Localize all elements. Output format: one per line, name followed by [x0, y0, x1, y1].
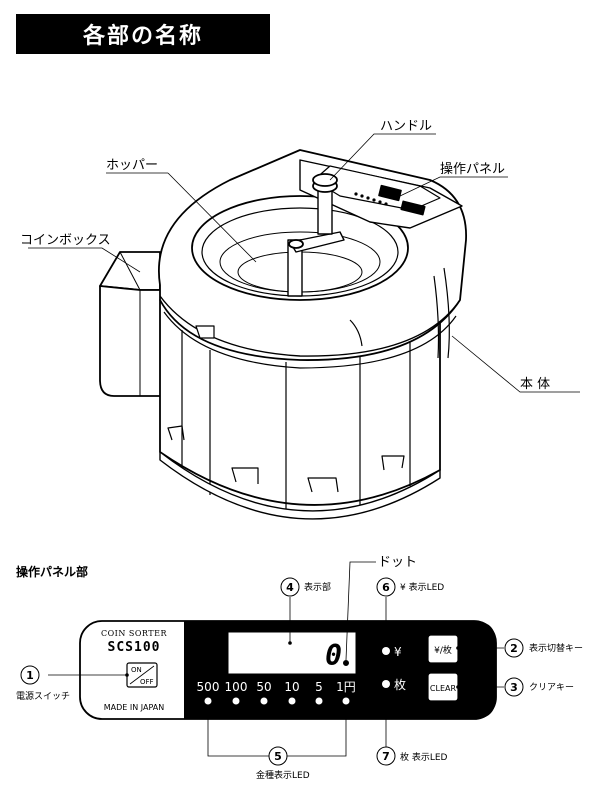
denom-led — [315, 697, 323, 705]
dot-label: ドット — [378, 555, 417, 570]
callout-6-label: ¥ 表示LED — [400, 581, 444, 593]
yen-led — [382, 647, 390, 655]
leader-dots — [125, 641, 460, 689]
denom-led — [342, 697, 350, 705]
switch-off-label: OFF — [140, 678, 154, 686]
yen-indicator-label: ¥ — [394, 645, 402, 659]
clear-key[interactable]: CLEAR — [427, 672, 459, 702]
panel-section-title: 操作パネル部 — [16, 565, 89, 579]
callout-5: 5 — [274, 750, 282, 763]
denom-led — [288, 697, 296, 705]
coin-box — [99, 251, 163, 397]
callout-7-label: 枚 表示LED — [400, 751, 448, 763]
callout-2-label: 表示切替キー — [529, 642, 583, 654]
label-body: 本 体 — [520, 377, 550, 392]
control-panel-top — [299, 159, 463, 229]
denom-label: 100 — [225, 680, 248, 694]
callout-3-label: クリアキー — [529, 682, 574, 693]
callout-4: 4 — [286, 581, 294, 594]
coin-sorter-illustration — [99, 149, 467, 520]
toggle-key-label: ¥/枚 — [434, 644, 452, 656]
callout-7: 7 — [382, 750, 390, 763]
page-title: 各部の名称 — [16, 14, 270, 54]
mai-indicator-label: 枚 — [394, 677, 406, 692]
label-hopper: ホッパー — [106, 158, 158, 173]
made-in-label: MADE IN JAPAN — [104, 703, 164, 712]
denom-label: 1円 — [336, 680, 356, 694]
model-label: SCS100 — [108, 640, 161, 655]
display-digit: 0 — [325, 639, 342, 672]
display-window — [227, 631, 357, 675]
callout-5-label: 金種表示LED — [256, 769, 310, 781]
switch-on-label: ON — [131, 666, 142, 674]
display-dot — [343, 660, 349, 666]
power-switch[interactable]: ON OFF — [126, 662, 158, 688]
denom-label: 50 — [256, 680, 271, 694]
denom-led — [232, 697, 240, 705]
callout-1-label: 電源スイッチ — [16, 691, 70, 702]
denomination-leds: 500 100 50 10 5 1円 — [197, 680, 356, 705]
mai-led — [382, 680, 390, 688]
denom-led — [260, 697, 268, 705]
brand-label: COIN SORTER — [101, 629, 167, 638]
control-panel-detail: 0 COIN SORTER SCS100 MADE IN JAPAN ON OF… — [79, 620, 497, 720]
denom-label: 10 — [284, 680, 299, 694]
clear-key-label: CLEAR — [430, 684, 457, 693]
label-control-panel: 操作パネル — [440, 161, 505, 177]
callout-1: 1 — [26, 669, 34, 682]
callout-2: 2 — [510, 642, 518, 655]
callout-3: 3 — [510, 681, 518, 694]
callout-4-label: 表示部 — [304, 581, 331, 593]
handle — [287, 173, 345, 297]
denom-led — [204, 697, 212, 705]
machine-leader-lines — [28, 133, 580, 393]
denom-label: 500 — [197, 680, 220, 694]
callout-markers: 1 2 3 4 5 6 7 — [20, 577, 524, 766]
denom-label: 5 — [315, 680, 323, 694]
toggle-key[interactable]: ¥/枚 — [427, 634, 459, 664]
label-coin-box: コインボックス — [20, 233, 111, 248]
label-handle: ハンドル — [380, 119, 432, 134]
callout-6: 6 — [382, 581, 390, 594]
